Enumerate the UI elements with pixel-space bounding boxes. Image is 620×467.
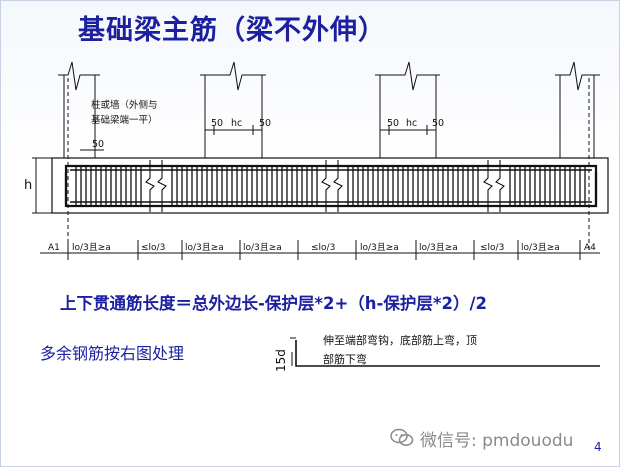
- dim-span2-left: lo/3且≥a: [185, 242, 224, 253]
- hook-dim-label: 15d: [274, 349, 288, 372]
- dim-span1-left: lo/3且≥a: [72, 242, 111, 253]
- dim-support4: ≤lo/3: [480, 243, 504, 253]
- dim-a1: A1: [48, 243, 60, 253]
- column-note-line-1: 柱或墙（外侧与: [91, 99, 158, 111]
- break-marks: [145, 160, 505, 212]
- dim-span4: lo/3且≥a: [521, 242, 560, 253]
- support-2-left-dim: 50: [211, 118, 223, 129]
- dim-support3: ≤lo/3: [311, 243, 335, 253]
- hook-text-line-2: 部筋下弯: [323, 353, 367, 366]
- page-number: 4: [594, 440, 602, 454]
- support-2-middle-dim: hc: [231, 118, 242, 129]
- dim-span3-left: lo/3且≥a: [360, 242, 399, 253]
- dim-a4: A4: [584, 243, 596, 253]
- column-3: [375, 61, 440, 158]
- column-2: [200, 61, 266, 158]
- slide-title: 基础梁主筋（梁不外伸）: [78, 15, 386, 46]
- support-3-right-dim: 50: [432, 118, 444, 129]
- column-note-line-2: 基础梁端一平）: [91, 114, 158, 126]
- wechat-icon: [390, 428, 414, 446]
- hook-text-line-1: 伸至端部弯钩，底部筋上弯，顶: [323, 334, 477, 347]
- dim-support2: ≤lo/3: [141, 243, 165, 253]
- stirrups: [75, 166, 586, 206]
- height-label: h: [24, 178, 32, 193]
- wechat-id: 微信号: pmdouodu: [420, 430, 574, 451]
- note-text: 多余钢筋按右图处理: [40, 344, 185, 363]
- wechat-watermark: 微信号: pmdouodu: [390, 425, 573, 451]
- dim-span3-right: lo/3且≥a: [419, 242, 458, 253]
- cover-dim-label: 50: [92, 139, 104, 150]
- formula-text: 上下贯通筋长度＝总外边长-保护层*2+（h-保护层*2）/2: [60, 294, 487, 313]
- support-3-middle-dim: hc: [406, 118, 417, 129]
- dim-span2-right: lo/3且≥a: [243, 242, 282, 253]
- support-3-left-dim: 50: [387, 118, 399, 129]
- support-2-right-dim: 50: [259, 118, 271, 129]
